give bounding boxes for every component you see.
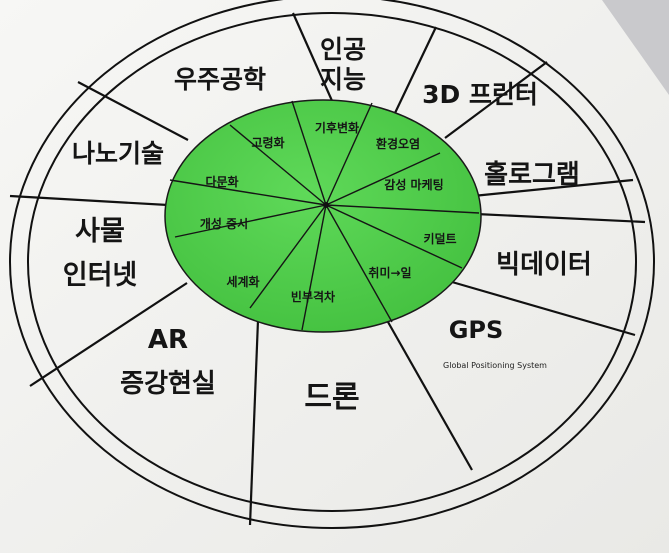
outer-segment-label: 인공 (320, 35, 366, 64)
outer-circle (9, 0, 655, 529)
inner-segment-label: 감성 마케팅 (384, 177, 443, 192)
green-disc (164, 99, 482, 333)
inner-divider-line (325, 204, 463, 269)
inner-divider-line (174, 204, 327, 238)
outer-divider-line (291, 12, 335, 104)
outer-segment-subtitle: Global Positioning System (443, 361, 547, 370)
inner-divider-line (325, 102, 373, 206)
inner-segment-label: 키덜트 (423, 231, 456, 246)
inner-circle (27, 12, 637, 512)
inner-segment-label: 빈부격차 (291, 289, 335, 304)
outer-divider-line (248, 319, 260, 526)
outer-segment-label: AR (148, 325, 188, 355)
inner-divider-line (325, 204, 480, 214)
inner-divider-line (169, 179, 327, 206)
outer-segment-label: GPS (449, 316, 504, 344)
inner-divider-line (229, 124, 327, 206)
outer-segment-label: 나노기술 (72, 139, 164, 168)
outer-segment-label: 빅데이터 (496, 250, 592, 280)
outer-divider-line (475, 212, 646, 224)
outer-dividers (9, 12, 646, 526)
outer-segment-label: 드론 (304, 380, 359, 415)
outer-divider-line (9, 194, 169, 207)
inner-segment-label: 고령화 (251, 135, 284, 150)
center-pin (323, 202, 329, 208)
inner-divider-line (249, 204, 327, 309)
inner-divider-line (291, 100, 327, 206)
outer-divider-line (444, 61, 548, 139)
inner-divider-line (325, 204, 393, 323)
outer-segment-label: 3D 프린터 (422, 80, 538, 109)
outer-divider-line (451, 280, 636, 337)
inner-divider-line (325, 152, 441, 206)
inner-segment-label: 환경오염 (376, 136, 420, 151)
outer-segment-label: 인터넷 (63, 260, 138, 291)
outer-segment-label: 지능 (320, 65, 366, 94)
inner-divider-line (301, 204, 327, 331)
outer-segment-label: 증강현실 (120, 369, 216, 399)
outer-divider-line (77, 81, 189, 141)
inner-segment-label: 세계화 (226, 274, 259, 289)
inner-segment-label: 개성 중시 (200, 217, 248, 231)
outer-divider-line (394, 26, 437, 114)
outer-segment-label: 홀로그램 (484, 160, 580, 190)
outer-segment-label: 사물 (75, 216, 125, 247)
outer-divider-line (472, 178, 634, 198)
inner-segment-label: 다문화 (205, 174, 238, 189)
inner-segment-label: 취미→일 (368, 265, 411, 280)
outer-divider-line (387, 321, 473, 471)
outer-divider-line (29, 282, 188, 387)
outer-segment-label: 우주공학 (174, 65, 266, 94)
inner-dividers (169, 100, 480, 331)
inner-segment-label: 기후변화 (315, 120, 359, 135)
